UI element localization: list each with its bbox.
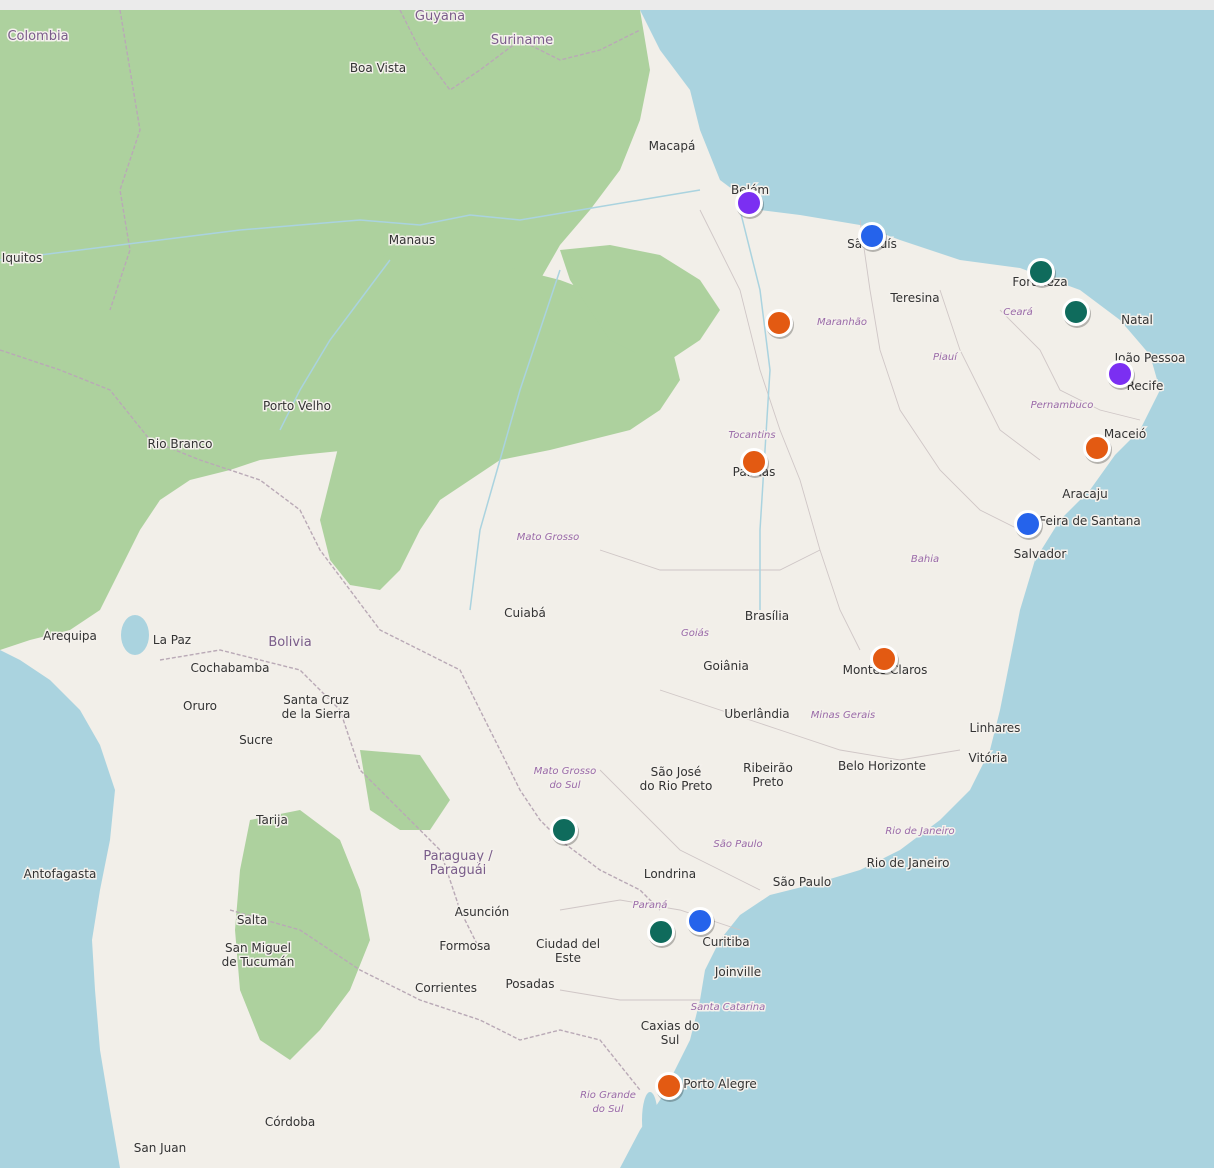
label-porto-velho: Porto Velho xyxy=(263,399,331,413)
map-marker-fortaleza[interactable] xyxy=(1027,258,1055,286)
label-joinville: Joinville xyxy=(714,965,761,979)
label-joao-pessoa: João Pessoa xyxy=(1114,351,1186,365)
label-suriname: Suriname xyxy=(491,33,553,48)
label-corrientes: Corrientes xyxy=(415,981,477,995)
label-londrina: Londrina xyxy=(644,867,696,881)
label-rio: Rio de Janeiro xyxy=(867,856,950,870)
label-sao-paulo: São Paulo xyxy=(773,875,831,889)
label-rio-branco: Rio Branco xyxy=(148,437,213,451)
label-pernambuco: Pernambuco xyxy=(1031,400,1094,411)
label-vitoria: Vitória xyxy=(969,751,1008,765)
label-curitiba: Curitiba xyxy=(702,935,749,949)
label-sp-state: São Paulo xyxy=(713,839,762,850)
label-ceara: Ceará xyxy=(1003,306,1033,318)
lagoa-dos-patos xyxy=(642,1092,658,1148)
forest-area xyxy=(235,810,370,1060)
label-posadas: Posadas xyxy=(506,977,555,991)
label-teresina: Teresina xyxy=(889,291,939,305)
map-marker-palmas[interactable] xyxy=(740,448,768,476)
map-marker-sao-luis[interactable] xyxy=(858,222,886,250)
label-sucre: Sucre xyxy=(239,733,273,747)
label-cuiaba: Cuiabá xyxy=(504,606,546,620)
forest-area xyxy=(560,245,720,360)
label-aracaju: Aracaju xyxy=(1062,487,1107,501)
label-mato-grosso: Mato Grosso xyxy=(517,532,580,543)
label-natal: Natal xyxy=(1121,313,1153,327)
label-tocantins: Tocantins xyxy=(728,430,775,441)
map-marker-porto-alegre[interactable] xyxy=(655,1072,683,1100)
label-salta: Salta xyxy=(237,913,267,927)
label-parana: Paraná xyxy=(633,899,668,911)
label-tarija: Tarija xyxy=(255,813,288,827)
label-guyana: Guyana xyxy=(415,10,465,24)
map-marker-salvador[interactable] xyxy=(1014,510,1042,538)
label-antofagasta: Antofagasta xyxy=(24,867,97,881)
map-marker-curitiba[interactable] xyxy=(686,907,714,935)
label-iquitos: Iquitos xyxy=(2,251,42,265)
forest-area xyxy=(0,10,650,650)
label-feira: Feira de Santana xyxy=(1039,514,1140,528)
label-goias: Goiás xyxy=(681,627,709,639)
label-boa-vista: Boa Vista xyxy=(350,61,406,75)
forest-area xyxy=(320,250,680,590)
label-minas: Minas Gerais xyxy=(811,710,875,721)
label-brasilia: Brasília xyxy=(745,609,789,623)
label-rj-state: Rio de Janeiro xyxy=(885,826,954,837)
label-cordoba: Córdoba xyxy=(265,1115,315,1129)
label-colombia: Colombia xyxy=(7,29,68,44)
label-formosa: Formosa xyxy=(439,939,490,953)
label-goiania: Goiânia xyxy=(703,659,749,673)
label-maranhao: Maranhão xyxy=(817,317,867,328)
label-bolivia: Bolivia xyxy=(268,635,311,650)
forest-area xyxy=(360,750,450,830)
label-salvador: Salvador xyxy=(1014,547,1067,561)
label-bahia: Bahia xyxy=(911,554,939,565)
label-uberlandia: Uberlândia xyxy=(724,707,789,721)
label-belo-horizonte: Belo Horizonte xyxy=(838,759,926,773)
label-asuncion: Asunción xyxy=(455,905,510,919)
map-marker-mossoro[interactable] xyxy=(1062,298,1090,326)
label-manaus: Manaus xyxy=(389,233,436,247)
rivers xyxy=(0,189,771,611)
map-marker-joao-pessoa[interactable] xyxy=(1106,360,1134,388)
label-sc: Santa Catarina xyxy=(691,1002,766,1013)
label-paraguay: Paraguay /Paraguái xyxy=(423,849,493,878)
label-cochabamba: Cochabamba xyxy=(191,661,270,675)
label-linhares: Linhares xyxy=(970,721,1021,735)
label-piaui: Piauí xyxy=(933,351,958,363)
label-la-paz: La Paz xyxy=(153,633,191,647)
label-arequipa: Arequipa xyxy=(43,629,97,643)
map-marker-cascavel[interactable] xyxy=(647,918,675,946)
map-marker-maceio[interactable] xyxy=(1083,434,1111,462)
map-marker-imperatriz[interactable] xyxy=(765,309,793,337)
label-san-juan: San Juan xyxy=(134,1141,187,1155)
map-marker-belem[interactable] xyxy=(735,189,763,217)
label-macapa: Macapá xyxy=(649,139,696,153)
map-markers[interactable] xyxy=(550,189,1135,1103)
label-porto-alegre: Porto Alegre xyxy=(683,1077,757,1091)
state-borders xyxy=(559,209,1141,1001)
map-marker-campo-grande[interactable] xyxy=(550,816,578,844)
label-recife: Recife xyxy=(1127,379,1164,393)
map-marker-montes-claros[interactable] xyxy=(870,645,898,673)
label-maceio: Maceió xyxy=(1104,427,1146,441)
lake-titicaca xyxy=(121,615,149,655)
label-oruro: Oruro xyxy=(183,699,217,713)
